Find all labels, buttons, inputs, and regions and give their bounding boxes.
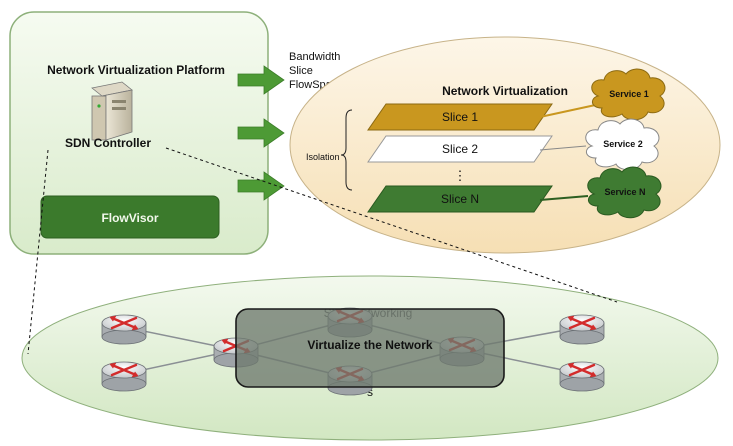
connector-service-2 bbox=[539, 145, 587, 151]
service-1-cloud: Service 1 bbox=[591, 68, 666, 121]
virtualization-title: Network Virtualization bbox=[442, 84, 568, 98]
slice-1 bbox=[367, 103, 553, 131]
resource-bandwidth: Bandwidth bbox=[289, 51, 340, 63]
platform-title: Network Virtualization Platform bbox=[47, 63, 225, 77]
slice-n-label: Slice N bbox=[441, 192, 479, 206]
router-icon bbox=[559, 314, 605, 345]
slice-n bbox=[367, 185, 553, 213]
flowvisor-label: FlowVisor bbox=[101, 211, 158, 225]
virtualize-overlay bbox=[235, 308, 505, 388]
service-2-cloud: Service 2 bbox=[585, 118, 660, 171]
network-area: SDN Networking s Virtualize the Network bbox=[21, 275, 719, 441]
connector-service-n bbox=[539, 195, 589, 201]
platform-box: Network Virtualization Platform SDN Cont… bbox=[9, 11, 269, 255]
service-n-cloud: Service N bbox=[587, 166, 662, 219]
resource-slice: Slice bbox=[289, 65, 313, 77]
arrows bbox=[237, 65, 285, 201]
controller-label: SDN Controller bbox=[65, 136, 151, 150]
slice-2 bbox=[367, 135, 553, 163]
connector-service-1 bbox=[539, 103, 601, 118]
service-2-label: Service 2 bbox=[603, 139, 643, 149]
arrow-1 bbox=[237, 65, 285, 95]
slice-1-label: Slice 1 bbox=[442, 110, 478, 124]
server-icon bbox=[91, 81, 133, 141]
isolation-label: Isolation bbox=[306, 152, 340, 162]
service-n-label: Service N bbox=[604, 187, 645, 197]
arrow-2 bbox=[237, 118, 285, 148]
isolation-brace bbox=[340, 109, 353, 191]
service-1-label: Service 1 bbox=[609, 89, 649, 99]
overlay-label: Virtualize the Network bbox=[307, 338, 432, 352]
guide-lines bbox=[27, 147, 618, 355]
arrow-3 bbox=[237, 171, 285, 201]
router-icon bbox=[559, 361, 605, 392]
network-fragment: s bbox=[367, 385, 373, 399]
virtualization-area: Network Virtualization Isolation Slice 1… bbox=[289, 36, 721, 254]
router-icon bbox=[101, 361, 147, 392]
slice-2-label: Slice 2 bbox=[442, 142, 478, 156]
slice-ellipsis: ⋮ bbox=[454, 168, 467, 183]
router-icon bbox=[101, 314, 147, 345]
